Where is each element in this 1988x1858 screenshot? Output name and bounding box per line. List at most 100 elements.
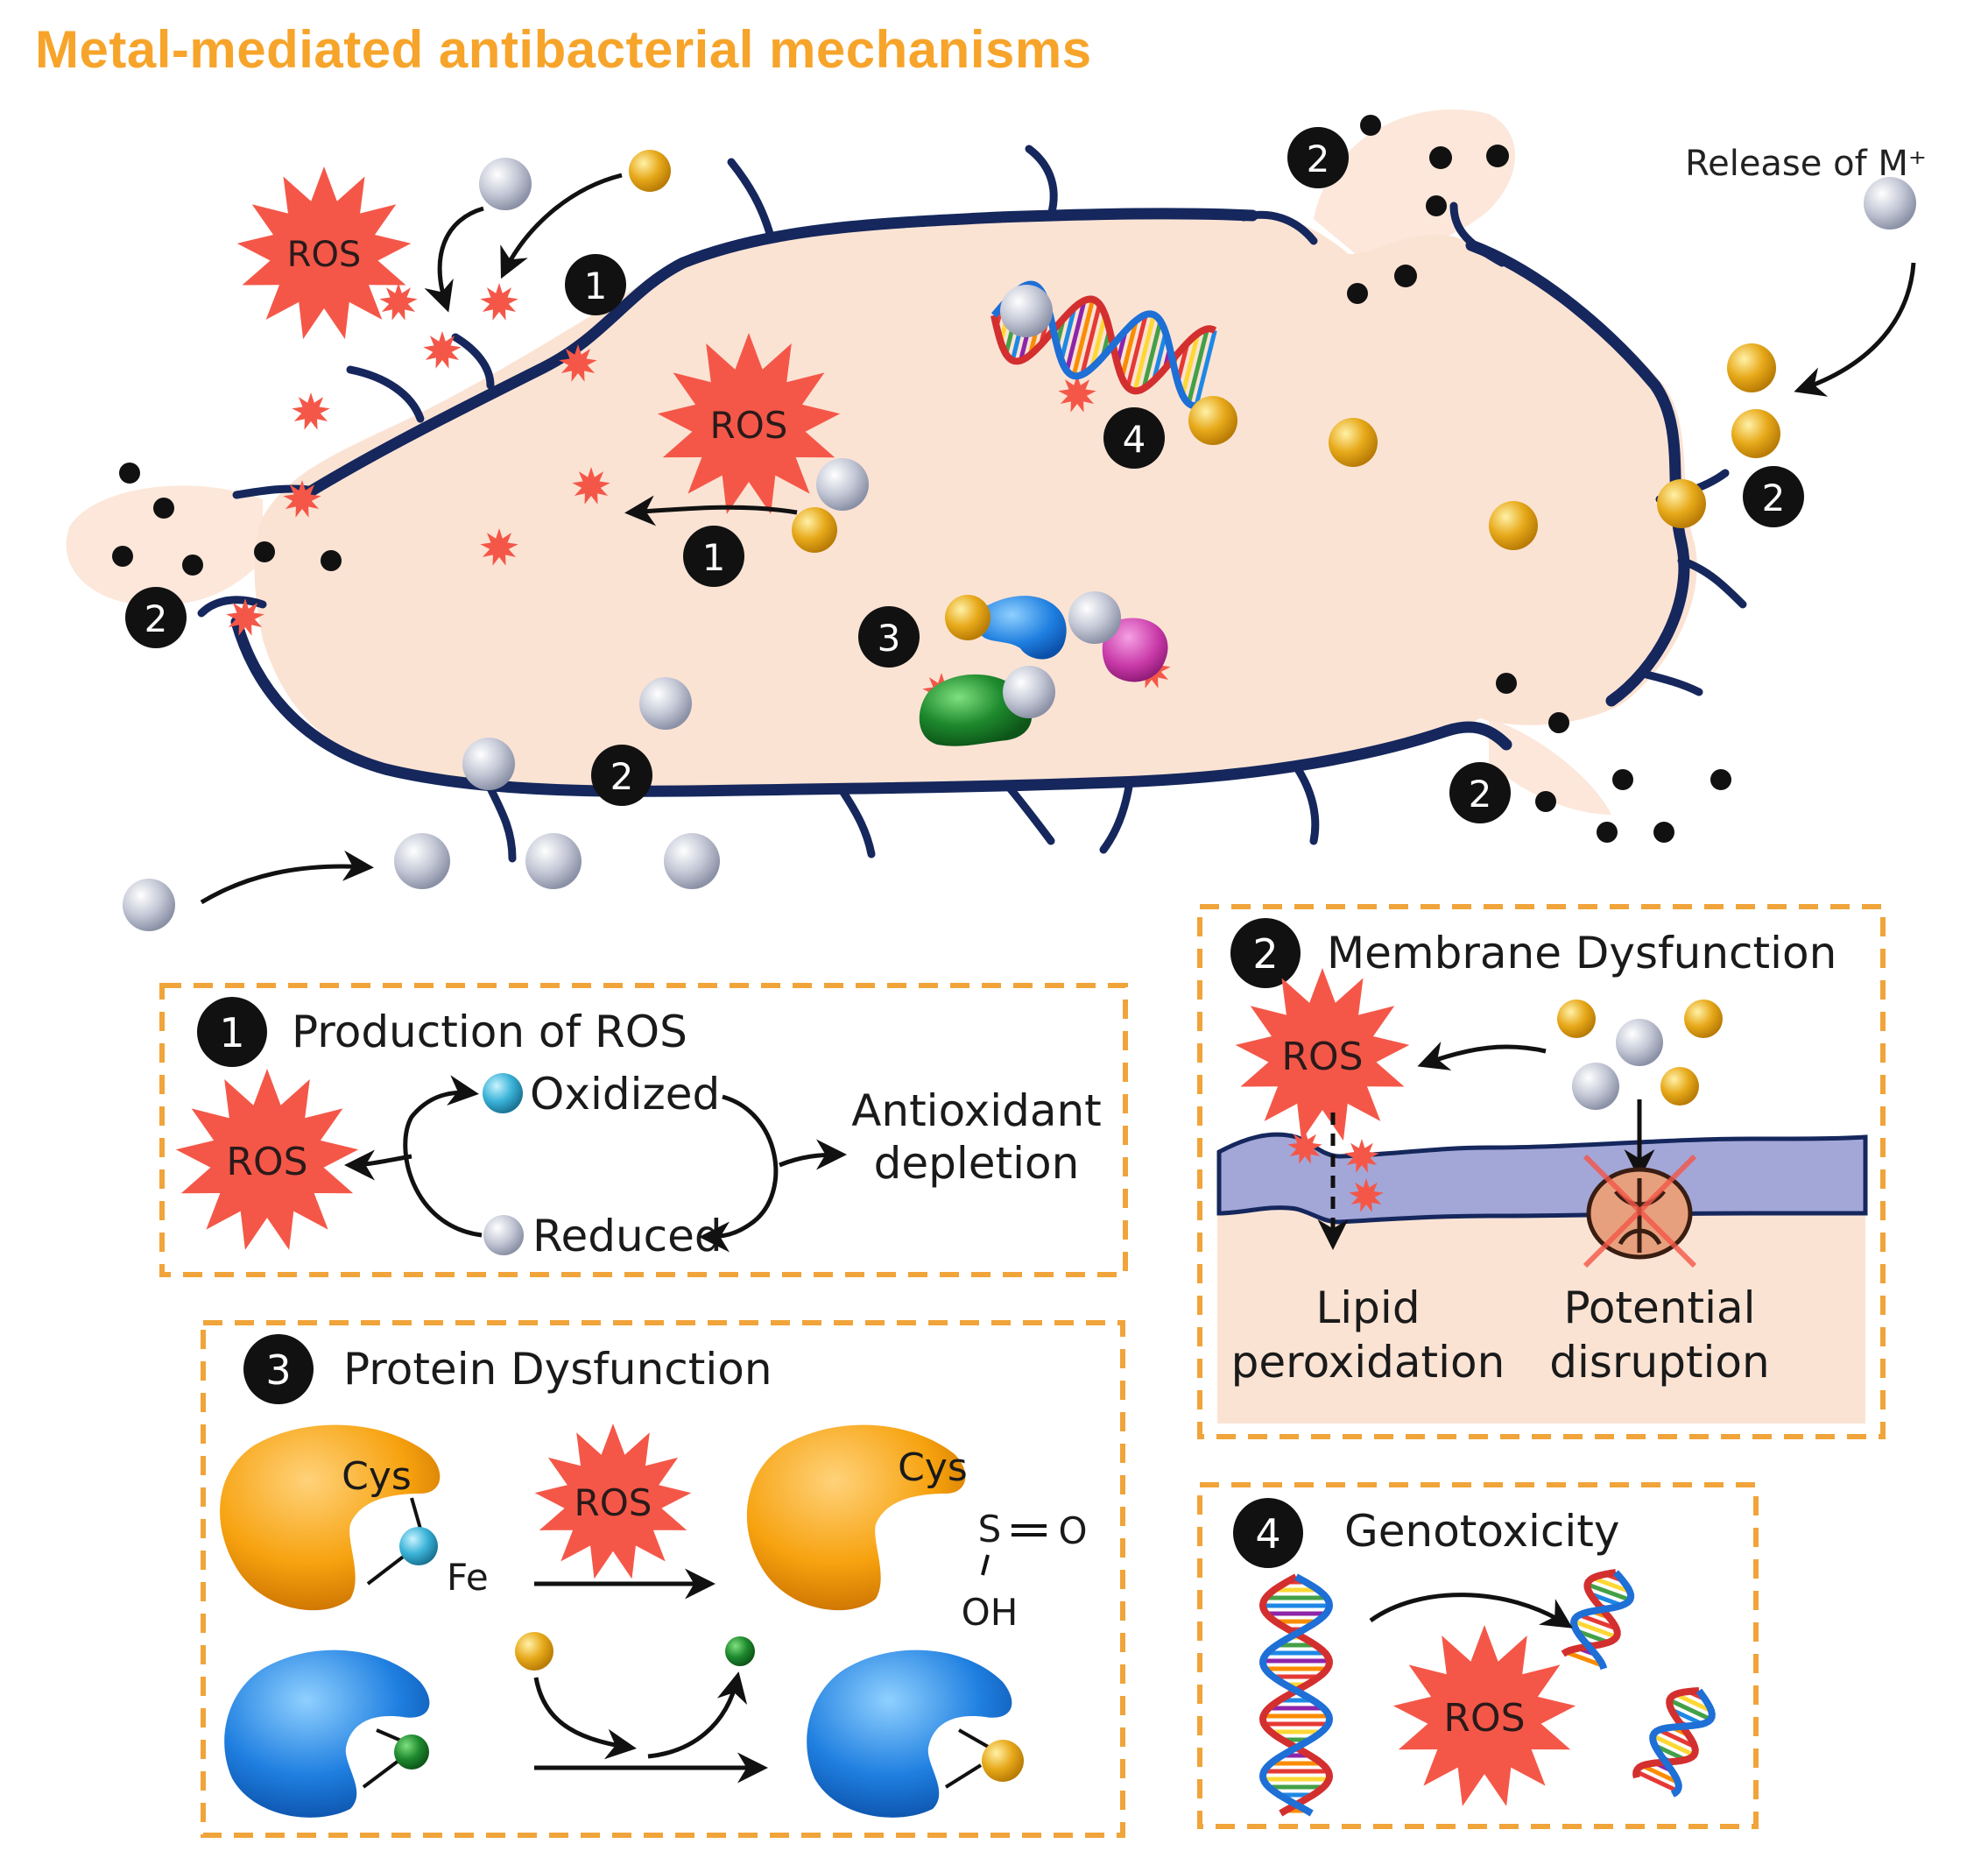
particle [1496, 673, 1517, 694]
ros-label: ROS [575, 1481, 652, 1524]
membrane-hair [1292, 762, 1320, 845]
dna-base-pair [1089, 314, 1108, 369]
dna-strand [1258, 1573, 1334, 1817]
ros-spark [226, 598, 264, 636]
protein-magenta [1102, 618, 1168, 682]
ros-label: ROS [287, 235, 362, 275]
oxidized-label: Oxidized [530, 1069, 720, 1120]
particle [119, 463, 140, 484]
membrane-hair [836, 784, 876, 858]
dna-intact [1258, 1573, 1334, 1817]
particle [1612, 769, 1633, 790]
gold-ion [1684, 1000, 1723, 1038]
particle [182, 555, 203, 576]
disruption-label-1: Potential [1563, 1282, 1755, 1333]
lipid-label-1: Lipid [1315, 1282, 1420, 1333]
svg-text:1: 1 [702, 536, 726, 579]
dna-helix [1632, 1687, 1716, 1798]
sulfur-label: S [978, 1508, 1002, 1551]
cys-label-right: Cys [898, 1445, 968, 1490]
ros-spark [1058, 375, 1096, 413]
arrow-to-antioxidant [779, 1139, 847, 1170]
badge-1-inner: 1 [683, 526, 744, 587]
membrane-top-right [1465, 239, 1690, 707]
arrow-fragmentation [1369, 1593, 1573, 1628]
particle [1548, 712, 1569, 733]
oxygen-label: O [1058, 1509, 1087, 1552]
badge-4-dna: 4 [1103, 407, 1165, 469]
panel-title: Protein Dysfunction [343, 1344, 772, 1395]
cytoplasm-area [1217, 1200, 1865, 1424]
membrane-hair [197, 596, 267, 618]
ros-burst [534, 1424, 692, 1579]
gold-ion [629, 150, 671, 192]
dna-strand [1258, 1573, 1334, 1817]
dna-fragment-top [1561, 1569, 1635, 1671]
panel-number-badge [243, 1334, 314, 1404]
panel-border [1197, 1482, 1759, 1829]
particle [1710, 769, 1731, 790]
disruption-cross [1583, 1154, 1697, 1268]
panel-border [201, 1320, 1125, 1838]
membrane-hair [1677, 556, 1747, 609]
arrow-metal-to-ros-1 [424, 206, 484, 313]
panel-number: 3 [265, 1346, 291, 1394]
gold-ion [1731, 409, 1780, 458]
leak-blob-bottom-right [1489, 718, 1611, 815]
silver-ion [639, 677, 692, 730]
particle [321, 550, 342, 571]
dna-base-pair [1064, 300, 1087, 371]
badge-3-protein: 3 [858, 606, 920, 668]
enzyme-orange-left [220, 1424, 441, 1611]
dna-base-pair [1591, 1576, 1631, 1594]
arrow-gold-in [533, 1677, 637, 1760]
gold-ion [515, 1632, 553, 1671]
panel-number: 1 [219, 1009, 244, 1056]
ros-spark [572, 467, 610, 505]
particle [112, 546, 133, 567]
reduced-ion [483, 1215, 524, 1255]
dna-base-pair [1565, 1650, 1604, 1668]
leak-blob-left [66, 485, 263, 606]
cell-badges: 1 1 2 2 2 2 2 3 4 [125, 127, 1804, 823]
badge-2-bottom: 2 [591, 745, 652, 806]
antioxidant-label-1: Antioxidant [851, 1085, 1102, 1136]
svg-text:2: 2 [1469, 773, 1492, 816]
ros-spark [559, 344, 597, 382]
dna-helix [1258, 1573, 1334, 1817]
arrow-release [1794, 262, 1916, 397]
membrane-hair [346, 365, 425, 423]
svg-text:2: 2 [145, 597, 168, 640]
arrow-green-out [647, 1671, 748, 1759]
enzyme-blue-left [224, 1650, 430, 1818]
particle [1597, 822, 1618, 843]
silver-ion [525, 833, 582, 889]
arrow-metal-to-ros-inner [624, 495, 798, 526]
silver-ion [123, 879, 175, 931]
dna-fragment-bottom [1632, 1687, 1716, 1798]
gold-ion [1489, 501, 1538, 550]
leak-blob-top-right [1314, 110, 1515, 263]
silver-ion [816, 458, 869, 511]
ros-spark [423, 331, 462, 369]
gold-ion [1188, 396, 1237, 445]
silver-ion [479, 158, 532, 210]
membrane-hair [1239, 210, 1318, 245]
ros-spark [480, 283, 518, 321]
dna-helix [990, 280, 1217, 410]
main-title: Metal-mediated antibacterial mechanisms [35, 20, 1092, 79]
panel-title: Membrane Dysfunction [1327, 928, 1836, 978]
panel-number-badge [1230, 918, 1301, 988]
arrow-ions-to-ros [1417, 1041, 1547, 1070]
dna-base-pair [1141, 320, 1163, 390]
dna-base-pair [1119, 319, 1139, 378]
dna-helix [1561, 1569, 1635, 1671]
dna-strand [1632, 1687, 1700, 1779]
particle [1535, 791, 1556, 812]
badge-2-top-right: 2 [1287, 127, 1349, 188]
cell-dna [990, 280, 1217, 410]
membrane-hair [1003, 781, 1055, 845]
svg-text:2: 2 [610, 755, 634, 798]
ros-burst [236, 166, 412, 340]
dna-base-pair [1180, 332, 1201, 396]
